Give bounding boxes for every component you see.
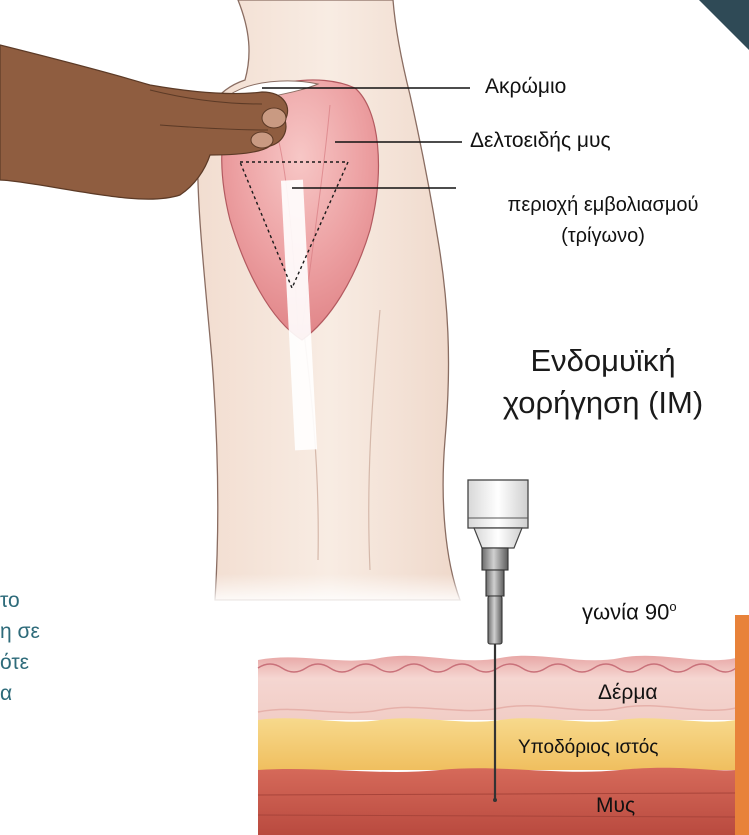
corner-decoration <box>689 0 749 60</box>
title-im: Ενδομυϊκή χορήγηση (IM) <box>468 340 738 424</box>
title-im-line2: χορήγηση (IM) <box>468 382 738 424</box>
left-text-line: ότε <box>0 647 100 678</box>
left-text-line: το <box>0 585 100 616</box>
label-skin: Δέρμα <box>598 682 658 703</box>
title-im-line1: Ενδομυϊκή <box>468 340 738 382</box>
label-injection-site-line1: περιοχή εμβολιασμού <box>458 190 748 221</box>
label-angle: γωνία 90o <box>582 600 677 623</box>
label-subcutaneous: Υποδόριος ιστός <box>518 738 658 757</box>
label-akromio: Ακρώμιο <box>485 76 566 97</box>
orange-accent-bar <box>735 615 749 835</box>
label-muscle: Μυς <box>596 795 635 816</box>
skin-cross-section <box>258 656 736 835</box>
label-deltoid: Δελτοειδής μυς <box>470 130 611 151</box>
label-injection-site: περιοχή εμβολιασμού (τρίγωνο) <box>458 190 748 252</box>
label-injection-site-line2: (τρίγωνο) <box>458 221 748 252</box>
label-angle-text: γωνία 90 <box>582 599 669 624</box>
left-text-line: η σε <box>0 616 100 647</box>
left-cropped-text: το η σε ότε α <box>0 585 100 709</box>
left-text-line: α <box>0 678 100 709</box>
label-angle-sup: o <box>669 599 676 614</box>
